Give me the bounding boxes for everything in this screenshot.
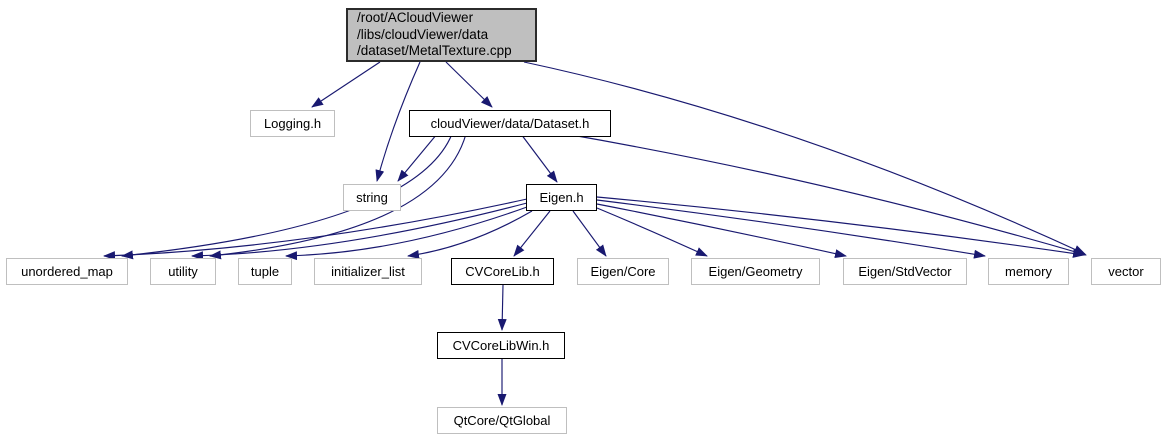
graph-node-label: initializer_list: [331, 264, 405, 279]
edge-dataset-h-to-utility: [209, 133, 467, 260]
graph-node-label: /libs/cloudViewer/data: [357, 26, 489, 42]
graph-node-vector: vector: [1091, 258, 1161, 285]
graph-node-label: Eigen/Geometry: [708, 264, 803, 279]
graph-node-utility: utility: [150, 258, 216, 285]
graph-node-label: Eigen.h: [539, 190, 584, 205]
graph-node-label: /root/ACloudViewer: [357, 10, 474, 26]
edge-eigen-h-to-memory: [596, 199, 986, 259]
graph-node-string: string: [343, 184, 401, 211]
graph-node-label: Eigen/StdVector: [858, 264, 952, 279]
edge-eigen-h-to-vector: [596, 196, 1085, 258]
graph-node-label: unordered_map: [21, 264, 113, 279]
graph-node-label: QtCore/QtGlobal: [453, 413, 551, 428]
graph-node-logging-h: Logging.h: [250, 110, 335, 137]
graph-node-label: Logging.h: [263, 116, 322, 131]
graph-node-cvcorelib-h[interactable]: CVCoreLib.h: [451, 258, 554, 285]
edge-dataset-h-to-vector: [565, 133, 1087, 257]
edge-eigen-h-to-unordered-map: [103, 198, 528, 261]
graph-node-metaltexture-cpp: /root/ACloudViewer/libs/cloudViewer/data…: [346, 8, 537, 62]
graph-node-label: utility: [168, 264, 198, 279]
graph-node-label: /dataset/MetalTexture.cpp: [357, 43, 512, 59]
edge-metaltexture-cpp-to-logging-h: [311, 61, 381, 108]
graph-node-eigen-core: Eigen/Core: [577, 258, 669, 285]
graph-node-qtcore-qtglobal: QtCore/QtGlobal: [437, 407, 567, 434]
graph-node-tuple: tuple: [238, 258, 292, 285]
edge-eigen-h-to-eigen-geometry: [596, 207, 708, 257]
graph-node-initializer-list: initializer_list: [314, 258, 422, 285]
graph-node-label: CVCoreLibWin.h: [452, 338, 550, 353]
graph-node-eigen-stdvector: Eigen/StdVector: [843, 258, 967, 285]
edge-cvcorelib-h-to-cvcorelibwin-h: [497, 284, 507, 331]
graph-node-label: CVCoreLib.h: [465, 264, 540, 279]
edge-metaltexture-cpp-to-dataset-h: [445, 61, 493, 108]
graph-node-label: memory: [1005, 264, 1052, 279]
edge-eigen-h-to-eigen-core: [572, 210, 607, 257]
edge-eigen-h-to-cvcorelib-h: [513, 210, 551, 257]
edge-dataset-h-to-unordered-map: [121, 133, 453, 260]
edge-dataset-h-to-string: [397, 133, 438, 182]
graph-node-dataset-h[interactable]: cloudViewer/data/Dataset.h: [409, 110, 611, 137]
graph-node-label: tuple: [250, 264, 280, 279]
graph-node-cvcorelibwin-h[interactable]: CVCoreLibWin.h: [437, 332, 565, 359]
edge-eigen-h-to-tuple: [285, 206, 528, 261]
edge-eigen-h-to-initializer-list: [407, 210, 533, 259]
edge-eigen-h-to-eigen-stdvector: [596, 203, 847, 259]
graph-node-unordered-map: unordered_map: [6, 258, 128, 285]
edge-eigen-h-to-utility: [191, 202, 528, 261]
graph-node-memory: memory: [988, 258, 1069, 285]
graph-node-eigen-geometry: Eigen/Geometry: [691, 258, 820, 285]
graph-node-label: Eigen/Core: [590, 264, 656, 279]
edge-dataset-h-to-eigen-h: [520, 133, 558, 183]
graph-node-label: cloudViewer/data/Dataset.h: [430, 116, 590, 131]
graph-node-label: string: [356, 190, 388, 205]
graph-node-eigen-h[interactable]: Eigen.h: [526, 184, 597, 211]
edge-metaltexture-cpp-to-string: [375, 61, 421, 182]
edge-metaltexture-cpp-to-vector: [523, 61, 1086, 255]
graph-node-label: vector: [1108, 264, 1144, 279]
